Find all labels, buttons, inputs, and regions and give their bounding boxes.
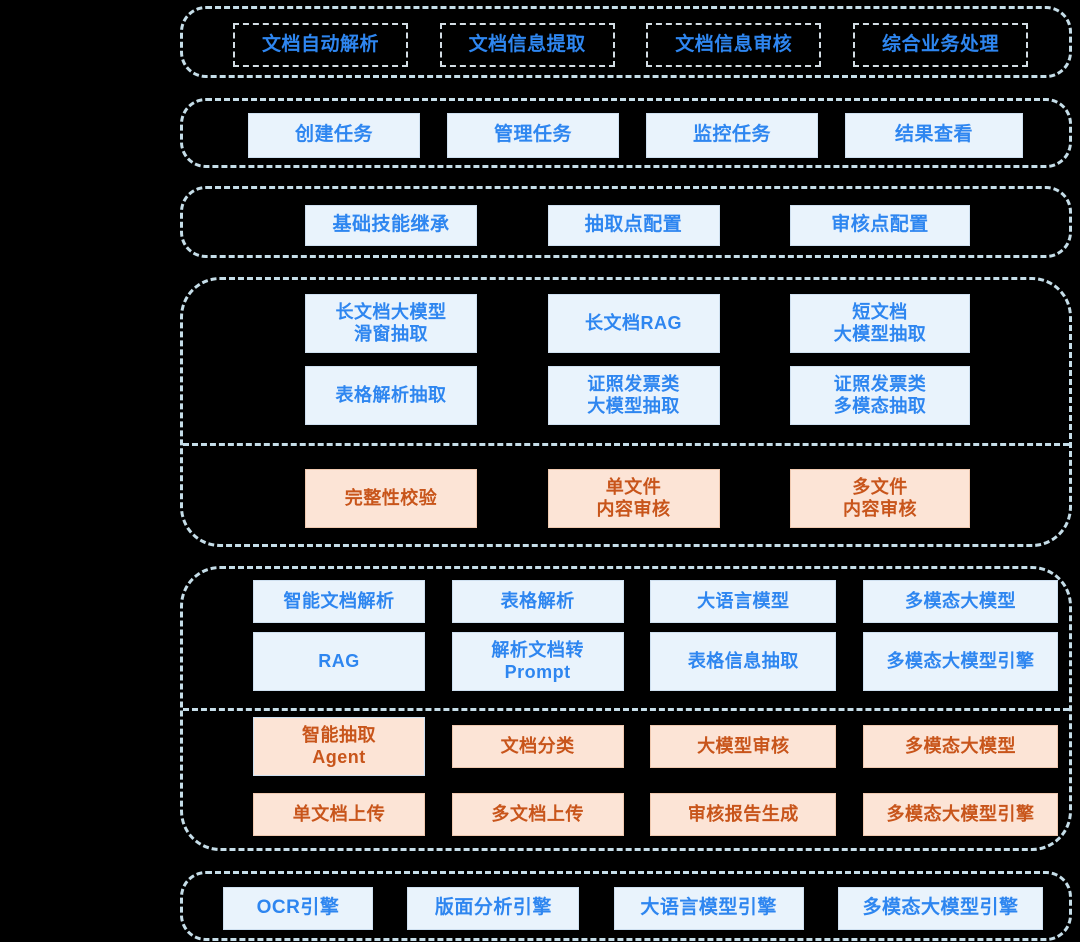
node-llm-audit[interactable]: 大模型审核 [650, 725, 837, 768]
extraction-capability-row-1: 长文档大模型 滑窗抽取 长文档RAG 短文档 大模型抽取 [305, 294, 970, 353]
node-manage-task[interactable]: 管理任务 [447, 113, 619, 158]
node-label: 表格解析抽取 [335, 384, 447, 405]
node-base-skill-inherit[interactable]: 基础技能继承 [305, 205, 477, 246]
node-label: 管理任务 [493, 124, 572, 146]
extraction-capability-row-2: 表格解析抽取 证照发票类 大模型抽取 证照发票类 多模态抽取 [305, 366, 970, 425]
node-create-task[interactable]: 创建任务 [248, 113, 420, 158]
node-table-parse[interactable]: 表格解析 [451, 580, 624, 623]
task-management-layer: 创建任务 管理任务 监控任务 结果查看 [180, 98, 1072, 168]
node-multimodal-llm-engine[interactable]: 多模态大模型引擎 [837, 887, 1043, 930]
node-label: 审核点配置 [831, 214, 929, 236]
node-llm-engine[interactable]: 大语言模型引擎 [613, 887, 804, 930]
node-label: 综合业务处理 [881, 33, 999, 55]
capability-layer-divider [183, 443, 1069, 446]
node-label: 文档信息提取 [468, 33, 586, 55]
node-label: 多文件 内容审核 [843, 477, 917, 519]
node-short-doc-llm-extract[interactable]: 短文档 大模型抽取 [790, 294, 970, 353]
node-label: OCR引擎 [256, 897, 340, 919]
component-layer: 智能文档解析 表格解析 大语言模型 多模态大模型 RAG 解析文档转 Promp… [180, 566, 1072, 851]
parsing-component-row-2: RAG 解析文档转 Prompt 表格信息抽取 多模态大模型引擎 [253, 632, 1058, 691]
node-label: 表格信息抽取 [687, 650, 799, 671]
node-ocr-engine[interactable]: OCR引擎 [223, 887, 373, 930]
node-label: 版面分析引擎 [434, 897, 552, 919]
node-single-doc-upload[interactable]: 单文档上传 [253, 793, 425, 836]
node-large-language-model[interactable]: 大语言模型 [650, 580, 837, 623]
node-label: 文档信息审核 [675, 33, 793, 55]
node-label: 智能抽取 Agent [302, 725, 376, 767]
node-label: 完整性校验 [344, 487, 438, 508]
node-label: 解析文档转 Prompt [491, 640, 584, 682]
node-label: 多模态大模型引擎 [886, 803, 1035, 824]
node-multi-doc-upload[interactable]: 多文档上传 [451, 793, 624, 836]
node-label: 结果查看 [894, 124, 973, 146]
node-label: 多模态大模型 [904, 735, 1016, 756]
node-label: 短文档 大模型抽取 [833, 302, 927, 344]
node-integrity-check[interactable]: 完整性校验 [305, 469, 477, 528]
node-integrated-business[interactable]: 综合业务处理 [852, 23, 1028, 67]
node-rag[interactable]: RAG [253, 632, 425, 691]
node-label: 多模态大模型引擎 [886, 650, 1035, 671]
node-label: 单文档上传 [292, 803, 386, 824]
node-doc-auto-parse[interactable]: 文档自动解析 [233, 23, 408, 67]
node-label: 文档自动解析 [261, 33, 379, 55]
node-multimodal-large-model-engine[interactable]: 多模态大模型引擎 [862, 632, 1058, 691]
node-multimodal-large-model[interactable]: 多模态大模型 [862, 580, 1058, 623]
node-label: 单文件 内容审核 [596, 477, 671, 519]
node-multimodal-large-model-engine-agent[interactable]: 多模态大模型引擎 [862, 793, 1058, 836]
business-scenario-row: 文档自动解析 文档信息提取 文档信息审核 综合业务处理 [233, 23, 1028, 67]
node-multi-file-content-audit[interactable]: 多文件 内容审核 [790, 469, 970, 528]
node-label: 智能文档解析 [283, 590, 395, 611]
node-label: 多模态大模型 [904, 590, 1016, 611]
node-table-parse-extract[interactable]: 表格解析抽取 [305, 366, 477, 425]
task-management-row: 创建任务 管理任务 监控任务 结果查看 [248, 113, 1023, 158]
node-label: RAG [318, 650, 360, 671]
node-label: 基础技能继承 [332, 214, 450, 236]
skill-configuration-layer: 基础技能继承 抽取点配置 审核点配置 [180, 186, 1072, 258]
node-label: 抽取点配置 [584, 214, 683, 236]
audit-capability-row-1: 完整性校验 单文件 内容审核 多文件 内容审核 [305, 469, 970, 528]
node-label: 大语言模型引擎 [640, 897, 777, 919]
node-label: 创建任务 [294, 124, 373, 146]
node-label: 表格解析 [500, 590, 575, 611]
node-parsed-doc-to-prompt[interactable]: 解析文档转 Prompt [451, 632, 624, 691]
node-view-result[interactable]: 结果查看 [845, 113, 1023, 158]
node-single-file-content-audit[interactable]: 单文件 内容审核 [547, 469, 720, 528]
node-label: 大语言模型 [697, 590, 790, 611]
node-label: 文档分类 [500, 735, 575, 756]
node-label: 审核报告生成 [687, 803, 799, 824]
node-label: 监控任务 [692, 124, 771, 146]
node-table-info-extract[interactable]: 表格信息抽取 [650, 632, 837, 691]
node-doc-classification[interactable]: 文档分类 [451, 725, 624, 768]
node-audit-report-generation[interactable]: 审核报告生成 [650, 793, 837, 836]
node-label: 长文档大模型 滑窗抽取 [335, 302, 447, 344]
node-label: 证照发票类 大模型抽取 [587, 374, 680, 416]
agent-component-row-2: 单文档上传 多文档上传 审核报告生成 多模态大模型引擎 [253, 793, 1058, 836]
engine-layer: OCR引擎 版面分析引擎 大语言模型引擎 多模态大模型引擎 [180, 871, 1072, 941]
agent-component-row-1: 智能抽取 Agent 文档分类 大模型审核 多模态大模型 [253, 717, 1058, 776]
node-long-doc-llm-sliding-window[interactable]: 长文档大模型 滑窗抽取 [305, 294, 477, 353]
node-monitor-task[interactable]: 监控任务 [646, 113, 818, 158]
node-label: 多文档上传 [491, 803, 584, 824]
node-multimodal-large-model-agent[interactable]: 多模态大模型 [862, 725, 1058, 768]
node-audit-point-config[interactable]: 审核点配置 [790, 205, 970, 246]
node-label: 证照发票类 多模态抽取 [833, 374, 927, 416]
capability-layer: 长文档大模型 滑窗抽取 长文档RAG 短文档 大模型抽取 表格解析抽取 证照发票… [180, 277, 1072, 547]
node-label: 多模态大模型引擎 [862, 897, 1019, 919]
node-license-invoice-llm-extract[interactable]: 证照发票类 大模型抽取 [547, 366, 720, 425]
component-layer-divider [183, 708, 1069, 711]
node-doc-info-audit[interactable]: 文档信息审核 [646, 23, 822, 67]
engine-row: OCR引擎 版面分析引擎 大语言模型引擎 多模态大模型引擎 [223, 887, 1043, 930]
business-scenario-layer: 文档自动解析 文档信息提取 文档信息审核 综合业务处理 [180, 6, 1072, 78]
node-long-doc-rag[interactable]: 长文档RAG [547, 294, 720, 353]
node-layout-analysis-engine[interactable]: 版面分析引擎 [407, 887, 580, 930]
node-label: 长文档RAG [585, 312, 682, 333]
node-intelligent-doc-parse[interactable]: 智能文档解析 [253, 580, 425, 623]
parsing-component-row-1: 智能文档解析 表格解析 大语言模型 多模态大模型 [253, 580, 1058, 623]
node-doc-info-extract[interactable]: 文档信息提取 [439, 23, 615, 67]
node-label: 大模型审核 [697, 735, 790, 756]
skill-configuration-row: 基础技能继承 抽取点配置 审核点配置 [305, 205, 970, 246]
node-license-invoice-multimodal-extract[interactable]: 证照发票类 多模态抽取 [790, 366, 970, 425]
node-intelligent-extract-agent[interactable]: 智能抽取 Agent [253, 717, 425, 776]
node-extract-point-config[interactable]: 抽取点配置 [547, 205, 720, 246]
